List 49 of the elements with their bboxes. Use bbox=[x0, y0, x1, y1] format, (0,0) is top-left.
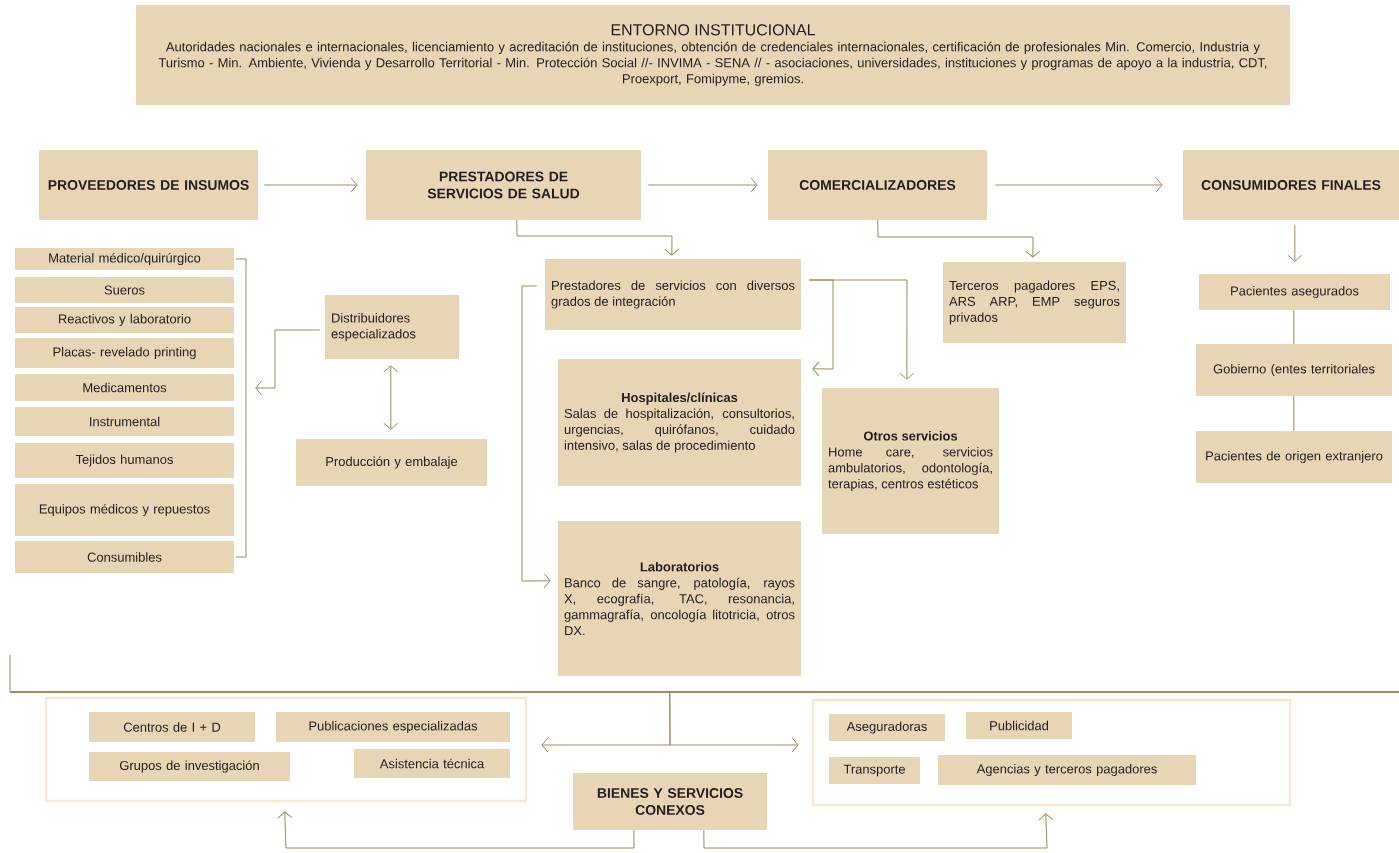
category-box: Otros servicios Home care, servicios ambulatorios, odontología, terapias, centros estéticos bbox=[822, 388, 999, 534]
consumer-box: Gobierno (entes territoriales bbox=[1196, 344, 1392, 396]
category-box: Hospitales/clínicas Salas de hospitalización, consultorios, urgencias, quirófanos, cuidado intensivo, salas de procedimiento bbox=[558, 359, 801, 486]
category-box: Laboratorios Banco de sangre, patología, rayos X, ecografía, TAC, resonancia, gammagrafía, oncología litotricia, otros DX. bbox=[558, 521, 801, 676]
stage-box: PRESTADORES DE SERVICIOS DE SALUD bbox=[366, 150, 641, 220]
list-item-box: Instrumental bbox=[15, 407, 234, 436]
stage-box: PROVEEDORES DE INSUMOS bbox=[39, 150, 258, 220]
process-box: Terceros pagadores EPS, ARS ARP, EMP seguros privados bbox=[943, 262, 1126, 343]
list-item-box: Tejidos humanos bbox=[15, 443, 234, 478]
divider-bar bbox=[10, 691, 1399, 693]
arrow bbox=[647, 177, 758, 193]
arrow bbox=[516, 219, 680, 256]
stage-box: BIENES Y SERVICIOS CONEXOS bbox=[573, 773, 767, 830]
process-box: Distribuidores especializados bbox=[325, 295, 459, 359]
list-item-box: Sueros bbox=[15, 277, 234, 303]
stage-box: CONSUMIDORES FINALES bbox=[1183, 150, 1399, 220]
item-box: Centros de I + D bbox=[89, 712, 255, 742]
banner-box: ENTORNO INSTITUCIONAL Autoridades nacionales e internacionales, licenciamiento y acreditación de instituciones, obtención de credenciales internacionales, certificación de profesionales Min. Comercio, Industria y Turismo - Min. Ambiente, Vivienda y Desarrollo Territorial - Min. Protección Social //- INVIMA - SENA // - asociaciones, universidades, instituciones y programas de apoyo a la industria, CDT, Proexport, Fomipyme, gremios. bbox=[136, 5, 1290, 105]
group-frame bbox=[44, 696, 528, 803]
consumer-box: Pacientes asegurados bbox=[1199, 274, 1390, 310]
item-box: Publicidad bbox=[966, 712, 1072, 739]
stage-box: COMERCIALIZADORES bbox=[768, 150, 987, 220]
item-box: Transporte bbox=[829, 757, 920, 784]
arrow bbox=[994, 177, 1163, 193]
process-box: Producción y embalaje bbox=[296, 439, 487, 486]
arrow bbox=[877, 219, 1041, 258]
arrow bbox=[703, 813, 1054, 849]
list-item-box: Reactivos y laboratorio bbox=[15, 307, 234, 333]
list-item-box: Medicamentos bbox=[15, 374, 234, 401]
item-box: Aseguradoras bbox=[829, 714, 945, 741]
consumer-box: Pacientes de origen extranjero bbox=[1196, 431, 1392, 483]
process-box: Prestadores de servicios con diversos grados de integración bbox=[545, 259, 801, 330]
arrow bbox=[521, 285, 551, 589]
arrow bbox=[1287, 224, 1303, 262]
item-box: Asistencia técnica bbox=[354, 749, 510, 778]
item-box: Publicaciones especializadas bbox=[276, 712, 510, 742]
list-item-box: Placas- revelado printing bbox=[15, 338, 234, 368]
list-item-box: Consumibles bbox=[15, 541, 234, 573]
item-box: Agencias y terceros pagadores bbox=[938, 755, 1196, 785]
list-item-box: Material médico/quirúrgico bbox=[15, 248, 234, 270]
arrow bbox=[808, 279, 915, 380]
arrow bbox=[263, 177, 358, 193]
arrow bbox=[669, 692, 799, 753]
arrow bbox=[277, 811, 635, 849]
arrow bbox=[255, 329, 321, 396]
item-box: Grupos de investigación bbox=[89, 752, 290, 781]
arrow bbox=[383, 365, 399, 430]
list-item-box: Equipos médicos y repuestos bbox=[15, 484, 234, 536]
group-frame bbox=[811, 698, 1292, 807]
